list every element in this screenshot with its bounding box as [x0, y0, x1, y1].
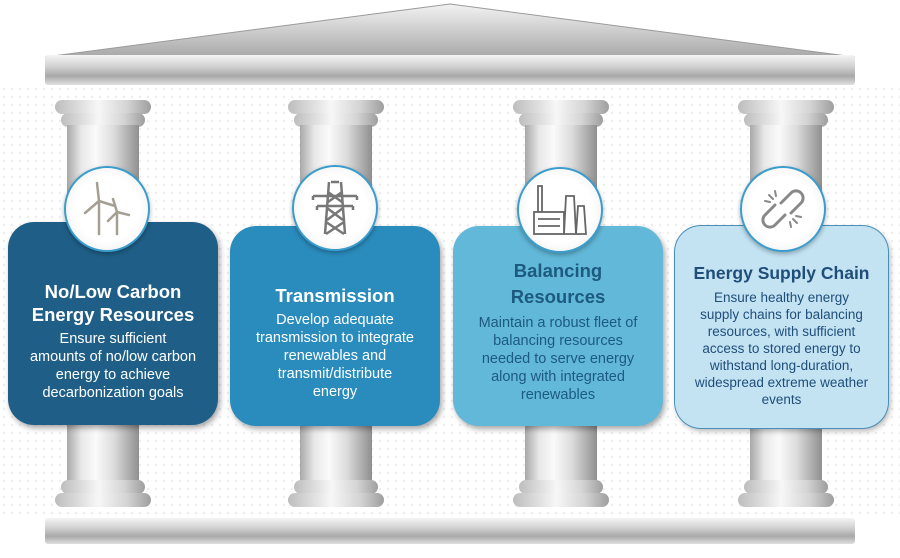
- architrave: [45, 55, 855, 85]
- card-title: Transmission: [275, 285, 395, 306]
- pediment-roof: [44, 3, 856, 58]
- wind-turbine-icon-circle: [64, 166, 150, 252]
- floor-base: [45, 518, 855, 544]
- power-plant-icon: [533, 185, 587, 235]
- pillar-card-energy-supply-chain: Energy Supply Chain Ensure healthy energ…: [675, 226, 888, 428]
- broken-chain-icon-circle: [740, 166, 826, 252]
- wind-turbine-icon: [83, 181, 131, 236]
- transmission-tower-icon: [311, 180, 359, 236]
- broken-chain-icon: [761, 189, 805, 229]
- transmission-tower-icon-circle: [292, 165, 378, 251]
- power-plant-icon-circle: [517, 167, 603, 253]
- card-title: Energy Supply Chain: [693, 263, 870, 283]
